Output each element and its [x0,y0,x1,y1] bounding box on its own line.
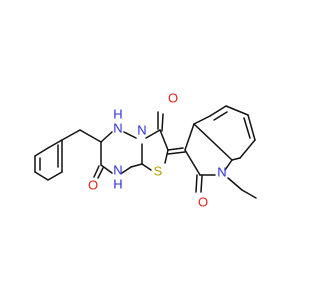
bond [231,157,241,161]
atom-oxygen-triazine-carbonyl: O [88,178,98,193]
atom-oxygen-ring-carbonyl: O [168,91,178,106]
atom-labels: O O O N H N N H S N [88,91,227,210]
bond [47,139,63,149]
atom-nitrogen-nh-bottom: N [113,163,122,178]
bond-double [167,151,186,155]
bond [184,123,195,151]
bond [241,189,257,199]
bond [79,129,102,143]
atom-hydrogen-nh-top: H [113,107,122,122]
bond [121,166,132,174]
molecule-structure: O O O N H N N H S N [34,91,257,210]
bond-inner [213,111,228,121]
bond [47,171,63,181]
bond-double [195,174,198,193]
bond [184,149,201,176]
bond [100,131,113,143]
atom-nitrogen-indole: N [217,165,226,180]
bond [225,105,249,116]
atom-sulfur: S [154,164,163,179]
atom-oxygen-oxindole-carbonyl: O [198,195,208,210]
bond [164,149,169,164]
bond [224,159,233,171]
atom-nitrogen-ring: N [137,123,146,138]
bond [34,171,49,181]
bond-double [167,147,184,151]
bond [193,115,211,125]
bond-double [161,113,164,132]
bond [34,147,49,157]
bond [209,105,227,117]
bond-double [200,175,203,193]
bond-double [93,165,100,178]
atom-hydrogen-nh-bottom: H [113,177,122,192]
bond [145,129,161,139]
bonds [34,105,257,199]
bond [227,177,243,191]
bond [123,131,137,139]
atom-nitrogen-nh-top: N [113,121,122,136]
bond [61,129,81,141]
bond [247,114,256,141]
bond [100,164,113,174]
bond-inner [243,117,251,139]
bond [130,163,143,168]
bond [239,139,256,159]
bond [159,129,169,151]
bond [141,163,152,171]
bond [193,123,233,161]
bond-double [97,167,104,179]
